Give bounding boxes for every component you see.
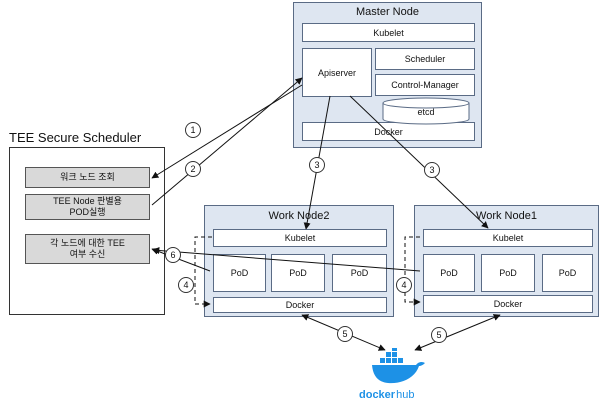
- hub-word: hub: [396, 389, 415, 401]
- tee-result-receive: 각 노드에 대한 TEE 여부 수신: [25, 234, 150, 264]
- step-circle-1: 1: [185, 122, 201, 138]
- work-node-2: Work Node2 Kubelet PoD PoD PoD Docker: [204, 205, 394, 317]
- tee-node-detect-line2: POD실행: [69, 207, 106, 217]
- step-circle-4a: 4: [178, 277, 194, 293]
- docker-word: docker: [359, 389, 396, 401]
- work2-pod-1: PoD: [213, 254, 266, 292]
- step-circle-6: 6: [165, 247, 181, 263]
- arrow-step-5b: [414, 314, 501, 351]
- work2-docker: Docker: [213, 297, 387, 313]
- worker-node-query: 워크 노드 조회: [25, 167, 150, 188]
- step-circle-5a: 5: [337, 326, 353, 342]
- step-circle-3b: 3: [424, 162, 440, 178]
- arrow-step-4a: [194, 236, 212, 308]
- arrow-step-6a: [151, 247, 211, 272]
- tee-scheduler-title: TEE Secure Scheduler: [9, 130, 142, 145]
- work1-pod-1: PoD: [423, 254, 475, 292]
- tee-result-line2: 여부 수신: [69, 249, 106, 259]
- etcd-label: etcd: [417, 107, 435, 117]
- work-node-2-title: Work Node2: [268, 210, 330, 222]
- work-node-1-title: Work Node1: [476, 210, 537, 222]
- work2-pod-3: PoD: [332, 254, 387, 292]
- work1-docker: Docker: [423, 295, 593, 313]
- work-node-1: Work Node1 Kubelet PoD PoD PoD Docker: [414, 205, 599, 317]
- scheduler: Scheduler: [375, 48, 475, 70]
- step-circle-3a: 3: [309, 157, 325, 173]
- tee-node-detect-pod: TEE Node 판별용 POD실행: [25, 194, 150, 220]
- step-circle-2: 2: [185, 161, 201, 177]
- work2-kubelet: Kubelet: [213, 229, 387, 247]
- tee-result-line1: 각 노드에 대한 TEE: [50, 238, 125, 248]
- docker-whale-icon: [372, 348, 425, 384]
- etcd-cylinder: [382, 97, 470, 125]
- work1-pod-2: PoD: [481, 254, 535, 292]
- master-kubelet: Kubelet: [302, 23, 475, 42]
- step-circle-5b: 5: [431, 327, 447, 343]
- work1-kubelet: Kubelet: [423, 229, 593, 247]
- arrow-step-1: [151, 84, 303, 179]
- arrow-step-2: [151, 77, 303, 206]
- arrow-step-6b: [152, 247, 421, 272]
- arrow-step-3b: [349, 95, 489, 229]
- step-circle-4b: 4: [396, 277, 412, 293]
- apiserver: Apiserver: [302, 48, 372, 97]
- master-node-title: Master Node: [356, 6, 419, 18]
- docker-hub-logo-text: dockerhub: [359, 389, 414, 401]
- master-node: Master Node Kubelet Apiserver Scheduler …: [293, 2, 482, 148]
- control-manager: Control-Manager: [375, 74, 475, 96]
- work1-pod-3: PoD: [542, 254, 593, 292]
- tee-node-detect-line1: TEE Node 판별용: [53, 196, 122, 206]
- arrow-step-4b: [404, 236, 421, 306]
- master-docker: Docker: [302, 122, 475, 141]
